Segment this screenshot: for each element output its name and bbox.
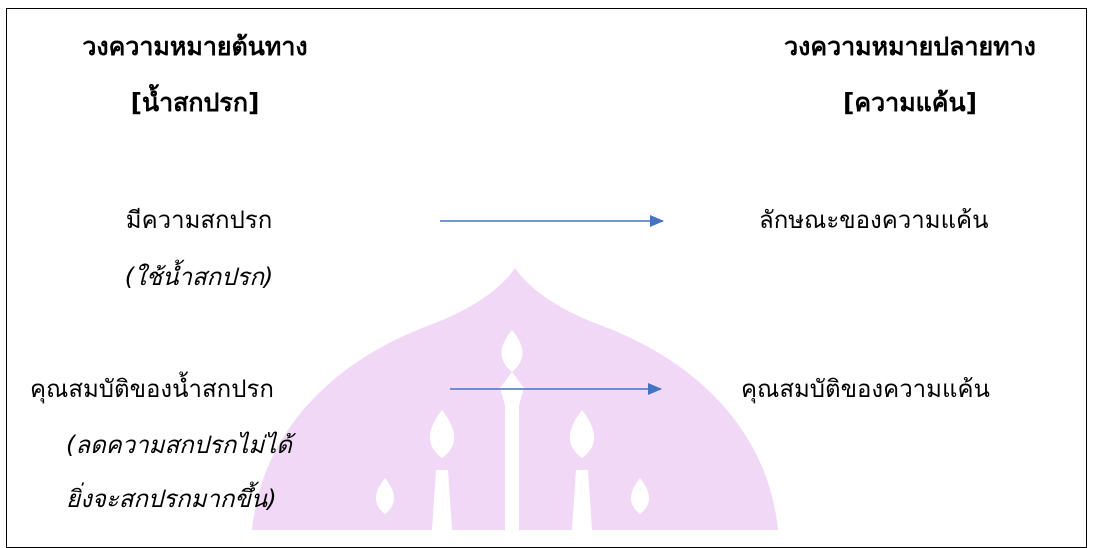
target-item-2-main: คุณสมบัติของความแค้น bbox=[741, 375, 990, 403]
watermark-emblem bbox=[252, 268, 778, 530]
watermark-flame-outer-right bbox=[630, 478, 650, 514]
source-item-2-main: คุณสมบัติของน้ำสกปรก bbox=[30, 375, 274, 403]
source-item-1-main: มีความสกปรก bbox=[125, 206, 273, 234]
watermark-pillar-right bbox=[572, 470, 592, 530]
watermark-flame-left bbox=[429, 410, 455, 458]
source-heading: วงความหมายต้นทาง bbox=[82, 32, 308, 61]
target-item-1-main: ลักษณะของความแค้น bbox=[759, 206, 989, 234]
target-heading: วงความหมายปลายทาง bbox=[784, 32, 1036, 61]
watermark-flame-center bbox=[501, 330, 523, 372]
watermark-flame-right bbox=[569, 410, 595, 458]
watermark-flame-outer-left bbox=[375, 478, 395, 514]
watermark-graphic bbox=[252, 268, 778, 530]
watermark-spire bbox=[500, 372, 524, 530]
mapping-arrows bbox=[440, 215, 664, 395]
source-item-2-sub-line-2: ยิ่งจะสกปรกมากขึ้น) bbox=[66, 485, 277, 513]
target-subheading: [ความแค้น] bbox=[842, 88, 978, 117]
watermark-pillar-left bbox=[432, 470, 452, 530]
source-item-2-sub-line-1: (ลดความสกปรกไม่ได้ bbox=[66, 431, 292, 459]
source-subheading: [น้ำสกปรก] bbox=[130, 88, 260, 117]
source-item-1-sub: (ใช้น้ำสกปรก) bbox=[124, 263, 274, 291]
